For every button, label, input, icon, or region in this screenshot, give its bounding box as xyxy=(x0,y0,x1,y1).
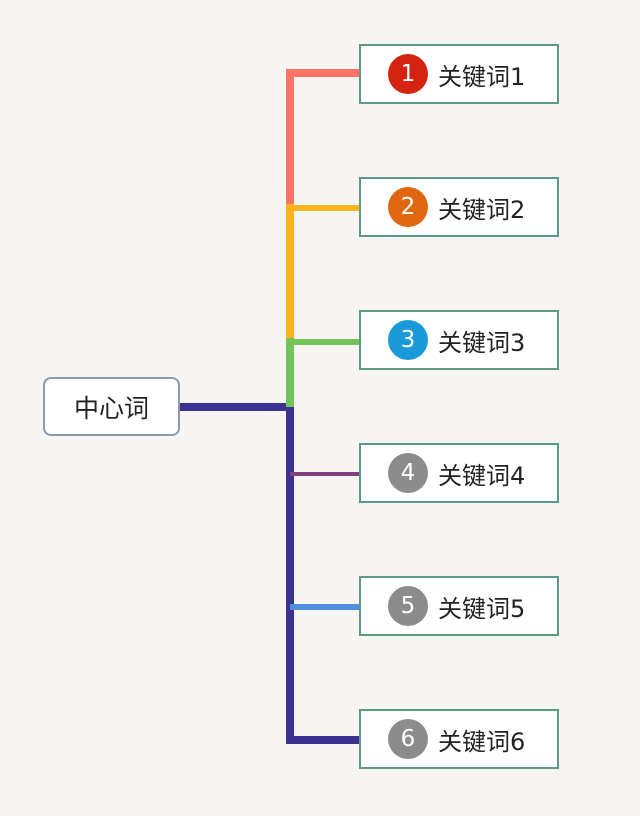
number-badge-icon: 5 xyxy=(388,586,428,626)
number-badge-icon: 3 xyxy=(388,320,428,360)
keyword-node-4[interactable]: 4 关键词4 xyxy=(359,443,559,503)
center-node[interactable]: 中心词 xyxy=(43,377,180,436)
number-badge-icon: 6 xyxy=(388,719,428,759)
keyword-node-1[interactable]: 1 关键词1 xyxy=(359,44,559,104)
center-node-label: 中心词 xyxy=(73,393,149,423)
number-badge-icon: 4 xyxy=(388,453,428,493)
number-badge-icon: 1 xyxy=(388,54,428,94)
keyword-label: 关键词3 xyxy=(438,328,526,357)
keyword-label: 关键词6 xyxy=(438,727,526,756)
keyword-node-6[interactable]: 6 关键词6 xyxy=(359,709,559,769)
keyword-node-3[interactable]: 3 关键词3 xyxy=(359,310,559,370)
keyword-label: 关键词2 xyxy=(438,195,526,224)
number-badge-icon: 2 xyxy=(388,187,428,227)
keyword-label: 关键词1 xyxy=(438,62,526,91)
keyword-label: 关键词5 xyxy=(438,594,526,623)
keyword-label: 关键词4 xyxy=(438,461,526,490)
keyword-node-2[interactable]: 2 关键词2 xyxy=(359,177,559,237)
keyword-node-5[interactable]: 5 关键词5 xyxy=(359,576,559,636)
